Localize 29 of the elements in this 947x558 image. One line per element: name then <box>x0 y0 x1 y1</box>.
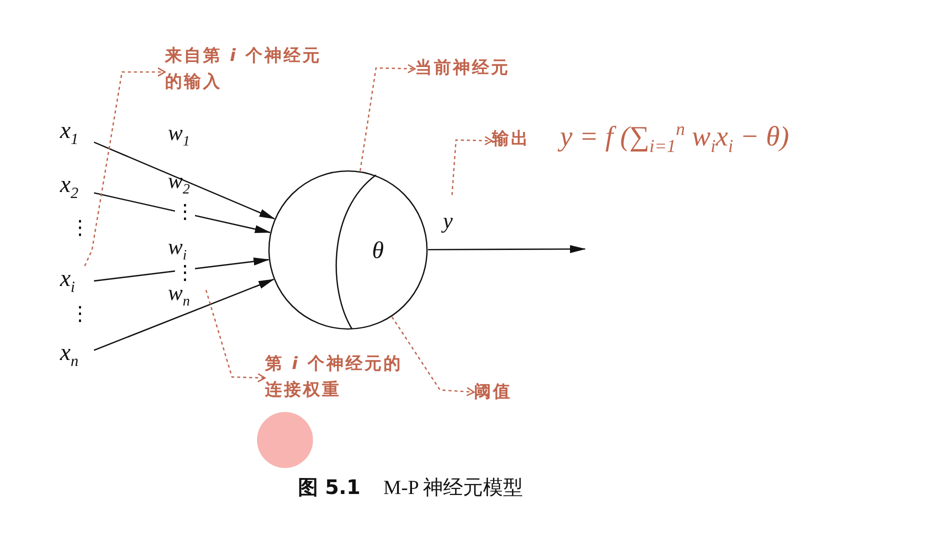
input-variable: x$_{1}$ <box>60 118 78 149</box>
figure-caption: 图 5.1 M-P 神经元模型 <box>298 474 524 501</box>
leader-line <box>84 67 166 266</box>
edge-label: w$_{n}$ <box>168 280 190 310</box>
annotation-text: 当前神经元 <box>415 57 511 80</box>
edge-label: w$_{i}$ <box>168 234 187 264</box>
ellipsis: ⋮ <box>175 265 195 282</box>
edge-label: w$_{2}$ <box>168 168 190 198</box>
arrow <box>94 278 275 351</box>
leader-line <box>360 64 416 172</box>
arrow <box>94 142 276 220</box>
leader-line <box>451 136 493 196</box>
annotation-text: 第 i 个神经元的连接权重 <box>265 353 404 402</box>
arrow <box>94 258 270 282</box>
edge-label: w$_{1}$ <box>168 120 190 150</box>
output-formula: y = f (∑$_{i=1}$$^{n}$ w$_{i}$x$_{i}$ − θ) <box>560 119 790 157</box>
arrow <box>428 245 586 254</box>
input-variable: x$_{n}$ <box>60 340 78 371</box>
annotation-text: 阈值 <box>474 381 513 404</box>
leader-line <box>205 290 266 382</box>
annotation-text: 输出 <box>492 128 530 151</box>
input-variable: x$_{i}$ <box>60 266 75 297</box>
threshold-symbol: θ <box>372 238 384 265</box>
ellipsis: ⋮ <box>175 204 195 221</box>
input-variable: x$_{2}$ <box>60 172 78 203</box>
edge-label: y <box>443 208 453 234</box>
arrow <box>94 192 271 234</box>
annotation-text: 来自第 i 个神经元的输入 <box>165 45 323 94</box>
leader-line <box>391 316 475 396</box>
